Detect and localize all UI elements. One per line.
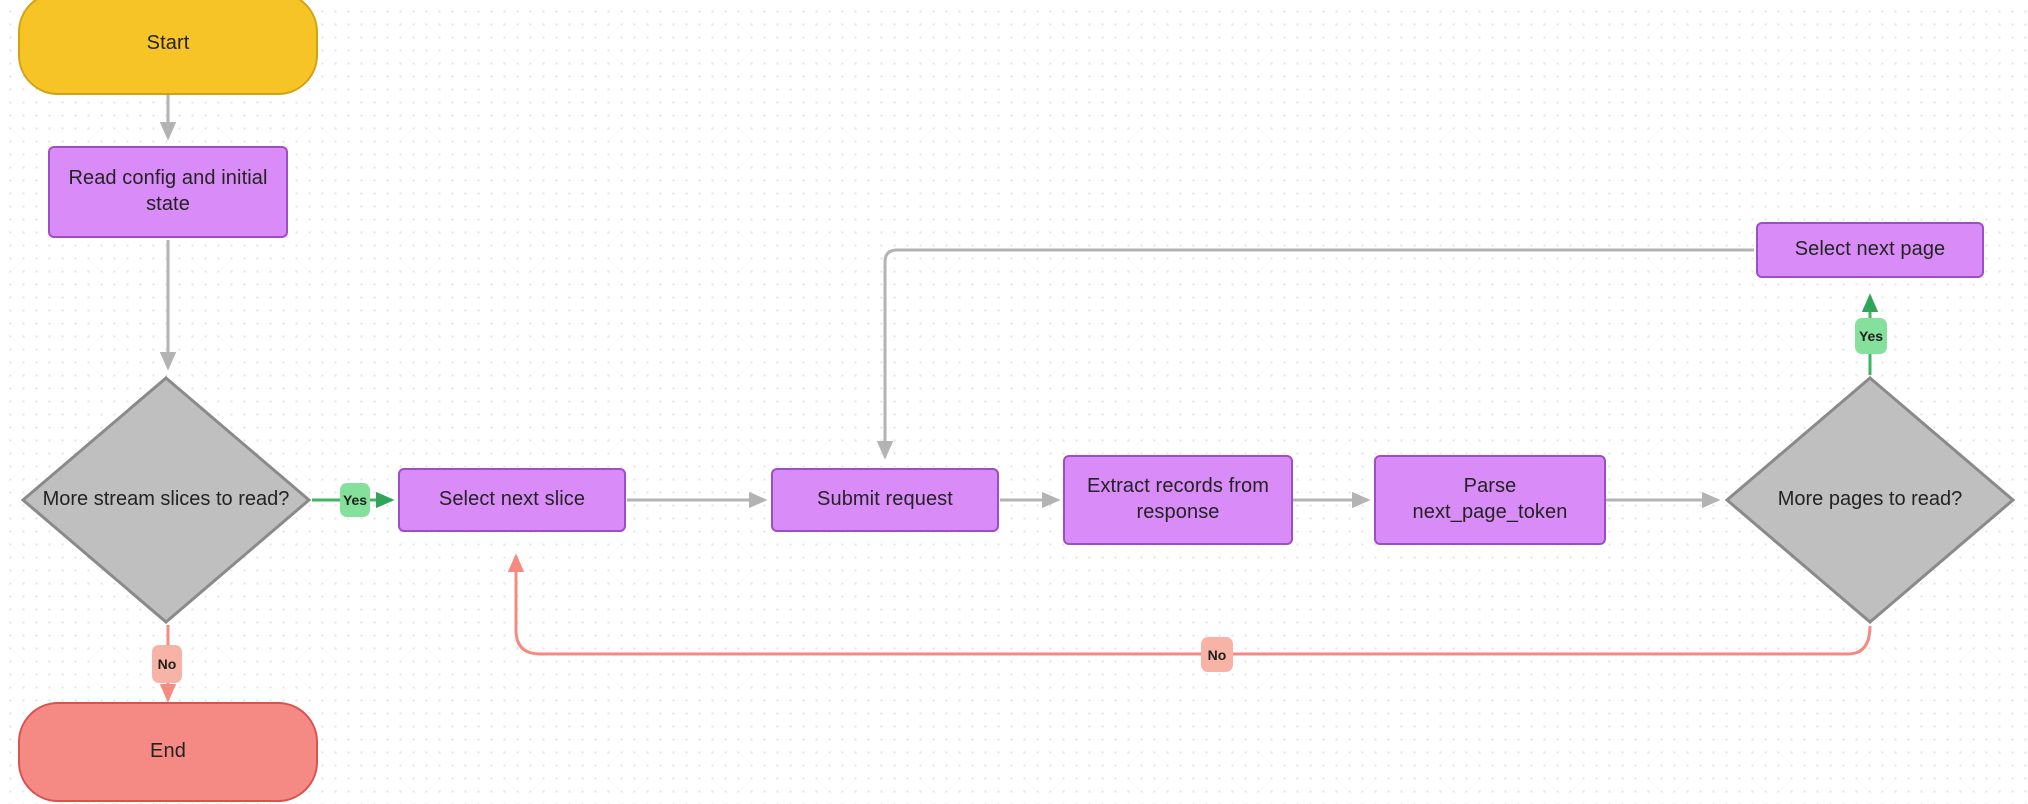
node-end[interactable]: End [18, 702, 318, 802]
node-end-label: End [150, 740, 186, 763]
node-submit-request-label: Submit request [817, 488, 953, 511]
node-parse-next-page-token-label: Parse next_page_token [1412, 475, 1568, 523]
node-read-config[interactable]: Read config and initial state [48, 146, 288, 238]
edge-select-page-to-submit-request [876, 248, 1754, 460]
node-select-next-page[interactable]: Select next page [1756, 222, 1984, 278]
node-parse-next-page-token[interactable]: Parse next_page_token [1374, 455, 1606, 545]
node-extract-records[interactable]: Extract records from response [1063, 455, 1293, 545]
decision-diamond-shape [1724, 376, 2016, 624]
node-select-next-slice-label: Select next slice [438, 488, 586, 511]
node-more-stream-slices[interactable]: More stream slices to read? [20, 375, 312, 625]
node-start[interactable]: Start [18, 0, 318, 95]
edge-label-pages-no: No [1201, 637, 1233, 672]
node-read-config-label: Read config and initial state [68, 167, 268, 215]
node-select-next-page-label: Select next page [1794, 238, 1946, 261]
edge-label-slices-no: No [152, 645, 182, 683]
edge-label-slices-yes: Yes [340, 483, 370, 517]
node-extract-records-label: Extract records from response [1086, 475, 1270, 523]
decision-diamond-shape [20, 376, 312, 624]
node-start-label: Start [146, 31, 190, 54]
node-select-next-slice[interactable]: Select next slice [398, 468, 626, 532]
edge-more-pages-no-to-select-slice [507, 553, 1872, 656]
node-submit-request[interactable]: Submit request [771, 468, 999, 532]
node-more-pages-to-read[interactable]: More pages to read? [1724, 375, 2016, 625]
edge-label-pages-yes: Yes [1855, 318, 1887, 354]
